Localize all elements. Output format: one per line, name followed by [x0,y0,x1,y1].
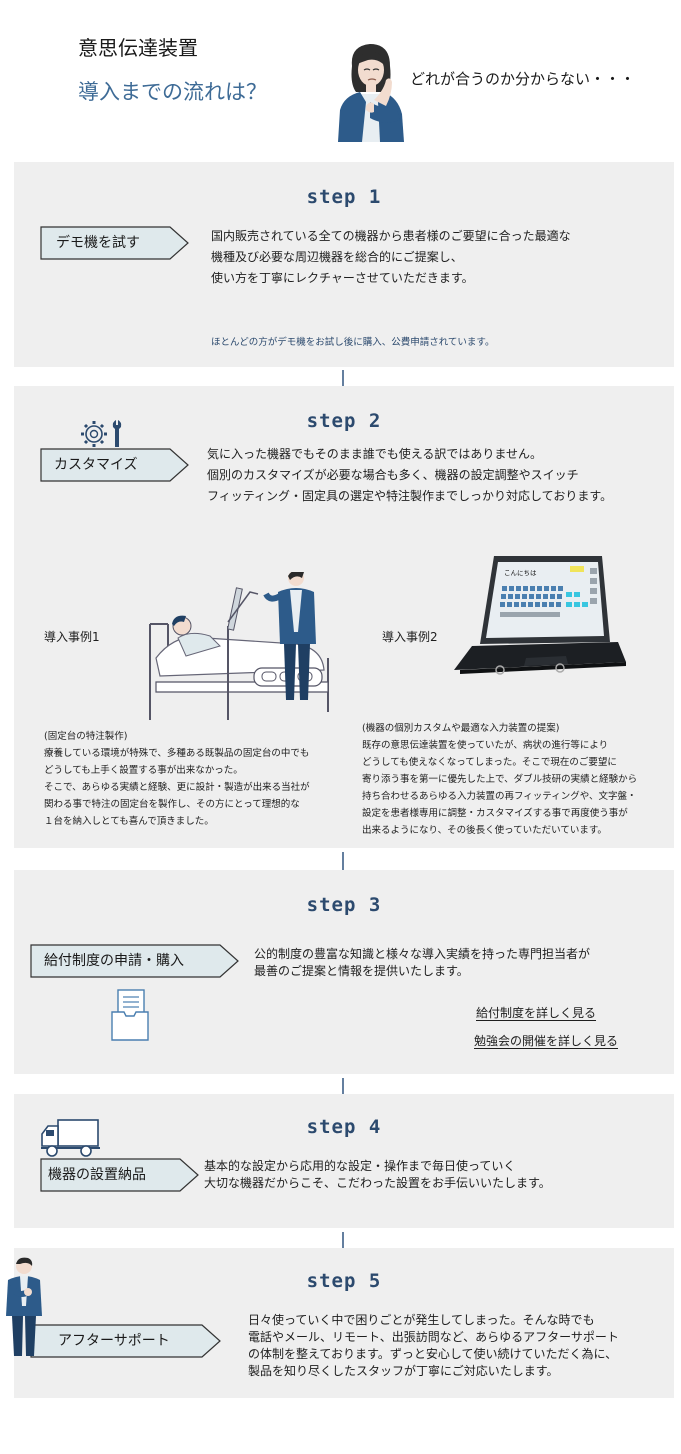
step-3-line: 公的制度の豊富な知識と様々な導入実績を持った専門担当者が [254,947,591,961]
worried-woman-illustration [338,44,404,142]
case-1-description: (固定台の特注製作) 療養している環境が特殊で、多種ある既製品の固定台の中でも … [44,728,310,830]
step-4-line: 基本的な設定から応用的な設定・操作まで毎日使っていく [204,1159,516,1173]
document-icon [111,989,149,1041]
case-2-label: 導入事例2 [382,630,438,644]
step-2-tag-label: カスタマイズ [54,457,138,473]
case-2-line: 出来るようになり、その後長く使っていただいています。 [362,825,607,836]
case-2-line: 既存の意思伝達装置を使っていたが、病状の進行等により [362,740,609,751]
support-staff-illustration [6,1257,42,1356]
step-1-line: 国内販売されている全ての機器から患者様のご要望に合った最適な [211,229,571,243]
speech-text: どれが合うのか分からない・・・ [410,70,636,88]
step-2-tag: カスタマイズ [40,448,190,482]
page-title: 意思伝達装置 [78,36,198,60]
case-1-line: 関わる事で特注の固定台を製作し、その方にとって理想的な [44,799,300,810]
step-5-line: 電話やメール、リモート、出張訪問など、あらゆるアフターサポート [248,1330,619,1344]
step-1-title: step 1 [306,186,382,208]
case-1-line: 療養している環境が特殊で、多種ある既製品の固定台の中でも [44,748,310,759]
case-2-line: 持ち合わせるあらゆる入力装置の再フィッティングや、文字盤・ [362,791,637,802]
case-1-line: (固定台の特注製作) [44,731,128,742]
step-3-line: 最善のご提案と情報を提供いたします。 [254,964,469,978]
gear-wrench-icon [81,420,122,447]
step-2-panel: step 2 カスタマイズ 気に入った機器でもそのまま誰でも使える訳ではありませ… [14,386,674,848]
step-5-line: 製品を知り尽くしたスタッフが丁寧にご対応いたします。 [248,1364,559,1378]
step-4-description: 基本的な設定から応用的な設定・操作まで毎日使っていく 大切な機器だからこそ、こだ… [204,1158,551,1192]
step-4-tag: 機器の設置納品 [40,1158,200,1192]
step-1-tag: デモ機を試す [40,226,190,260]
step-1-description: 国内販売されている全ての機器から患者様のご要望に合った最適な 機種及び必要な周辺… [211,226,571,289]
case-2-line: どうしても使えなくなってしまった。そこで現在のご要望に [362,757,617,768]
step-4-line: 大切な機器だからこそ、こだわった設置をお手伝いいたします。 [204,1176,551,1190]
step-5-title: step 5 [306,1270,382,1292]
page-subtitle: 導入までの流れは？ [78,80,267,104]
step-3-tag-label: 給付制度の申請・購入 [44,953,184,969]
step-5-tag-label: アフターサポート [58,1333,170,1349]
case-2-line: 設定を患者様専用に調整・カスタマイズする事で再度使う事が [362,808,628,819]
step-2-line: フィッティング・固定具の選定や特注製作までしっかり対応しております。 [207,489,613,503]
study-session-link[interactable]: 勉強会の開催を詳しく見る [474,1034,619,1048]
bed-stand-illustration [149,572,329,720]
step-1-line: 機種及び必要な周辺機器を総合的にご提案し、 [211,250,463,264]
case-2-line: 寄り添う事を第一に優先した上で、ダブル技研の実績と経験から [362,774,638,785]
truck-icon [41,1119,100,1157]
step-5-description: 日々使っていく中で困りごとが発生してしまった。そんな時でも 電話やメール、リモー… [248,1312,619,1380]
step-3-description: 公的制度の豊富な知識と様々な導入実績を持った専門担当者が 最善のご提案と情報を提… [254,946,590,980]
step-1-panel: step 1 デモ機を試す 国内販売されている全ての機器から患者様のご要望に合っ… [14,162,674,367]
step-1-note: ほとんどの方がデモ機をお試し後に購入、公費申請されています。 [211,337,495,348]
case-2-line: (機器の個別カスタムや最適な入力装置の提案) [362,723,560,734]
case-1-line: そこで、あらゆる実績と経験、更に設計・製造が出来る当社が [44,782,310,793]
step-2-line: 個別のカスタマイズが必要な場合も多く、機器の設定調整やスイッチ [207,468,579,482]
step-1-line: 使い方を丁寧にレクチャーさせていただきます。 [211,271,474,285]
step-5-panel: step 5 アフターサポート 日々使っていく中で困りごとが発生してしまった。そ… [14,1248,674,1398]
case-2-description: (機器の個別カスタムや最適な入力装置の提案) 既存の意思伝達装置を使っていたが、… [362,720,637,839]
step-3-tag: 給付制度の申請・購入 [30,944,240,978]
case-1-line: １台を納入しとても喜んで頂きました。 [44,816,214,827]
step-4-panel: step 4 機器の設置納品 基本的な設定から応用的な設定・操作まで毎日使ってい… [14,1094,674,1228]
step-3-panel: step 3 給付制度の申請・購入 公的制度の豊富な知識と様々な導入実績を持った… [14,870,674,1074]
laptop-screen-text: こんにちは [504,569,537,577]
benefit-system-link[interactable]: 給付制度を詳しく見る [476,1006,597,1020]
step-3-title: step 3 [306,894,382,916]
step-4-title: step 4 [306,1116,382,1138]
step-4-tag-label: 機器の設置納品 [48,1167,146,1183]
step-5-line: 日々使っていく中で困りごとが発生してしまった。そんな時でも [248,1313,595,1327]
step-2-line: 気に入った機器でもそのまま誰でも使える訳ではありません。 [207,447,543,461]
step-5-tag: アフターサポート [30,1324,222,1358]
case-1-line: どうしても上手く設置する事が出来なかった。 [44,765,243,776]
case-1-label: 導入事例1 [44,630,100,644]
laptop-illustration: こんにちは [450,552,630,692]
step-2-title: step 2 [306,410,382,432]
step-1-tag-label: デモ機を試す [56,235,140,251]
step-5-line: の体制を整えております。ずっと安心して使い続けていただく為に、 [248,1347,618,1361]
step-2-description: 気に入った機器でもそのまま誰でも使える訳ではありません。 個別のカスタマイズが必… [207,444,612,507]
